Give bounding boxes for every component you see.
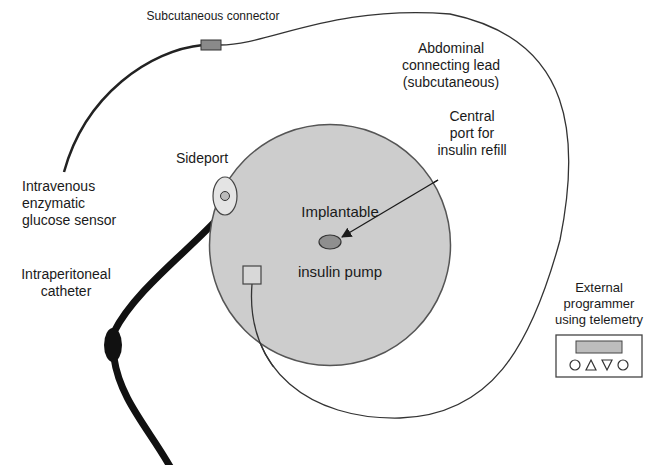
sideport-symbol bbox=[213, 177, 237, 215]
pump-body: Implantable insulin pump bbox=[208, 123, 452, 367]
button-symbol bbox=[570, 360, 580, 370]
label-holder: Intravenous enzymatic glucose sensor bbox=[22, 178, 134, 229]
node-label: Implantable insulin pump bbox=[287, 182, 393, 302]
pump-details bbox=[213, 123, 452, 367]
connector-symbol bbox=[201, 40, 221, 50]
catheter-tube bbox=[114, 214, 222, 332]
label-holder: Abdominal connecting lead (subcutaneous) bbox=[392, 40, 510, 91]
programmer-case bbox=[556, 335, 642, 377]
part-label: Sideport bbox=[172, 150, 232, 167]
catheter-tube bbox=[114, 358, 172, 465]
catheter-cuff bbox=[104, 328, 122, 362]
refill-port bbox=[319, 235, 341, 249]
node-label: External programmer using telemetry bbox=[548, 280, 650, 328]
pump-circle bbox=[210, 125, 451, 366]
button-symbol bbox=[586, 360, 596, 370]
pump-outline bbox=[208, 123, 452, 367]
callout-label: Central port for insulin refill bbox=[436, 108, 508, 159]
button-symbol bbox=[618, 360, 628, 370]
programmer-device bbox=[548, 332, 650, 382]
part-label: Intravenous enzymatic glucose sensor bbox=[22, 178, 134, 229]
connecting-lead bbox=[220, 123, 452, 367]
label-holder: Intraperitoneal catheter bbox=[12, 266, 120, 300]
part-label: Subcutaneous connector bbox=[142, 8, 284, 25]
sideport-septum bbox=[221, 192, 230, 201]
label-holder: Sideport bbox=[172, 150, 232, 167]
button-symbol bbox=[602, 360, 612, 370]
programmer-box: External programmer using telemetry bbox=[548, 280, 650, 382]
lead-connector-block bbox=[243, 266, 261, 284]
label-holder: Subcutaneous connector bbox=[142, 8, 284, 25]
label-holder: Central port for insulin refill bbox=[436, 108, 508, 159]
programmer-screen bbox=[576, 341, 622, 353]
part-label: Abdominal connecting lead (subcutaneous) bbox=[392, 40, 510, 91]
part-label: Intraperitoneal catheter bbox=[12, 266, 120, 300]
